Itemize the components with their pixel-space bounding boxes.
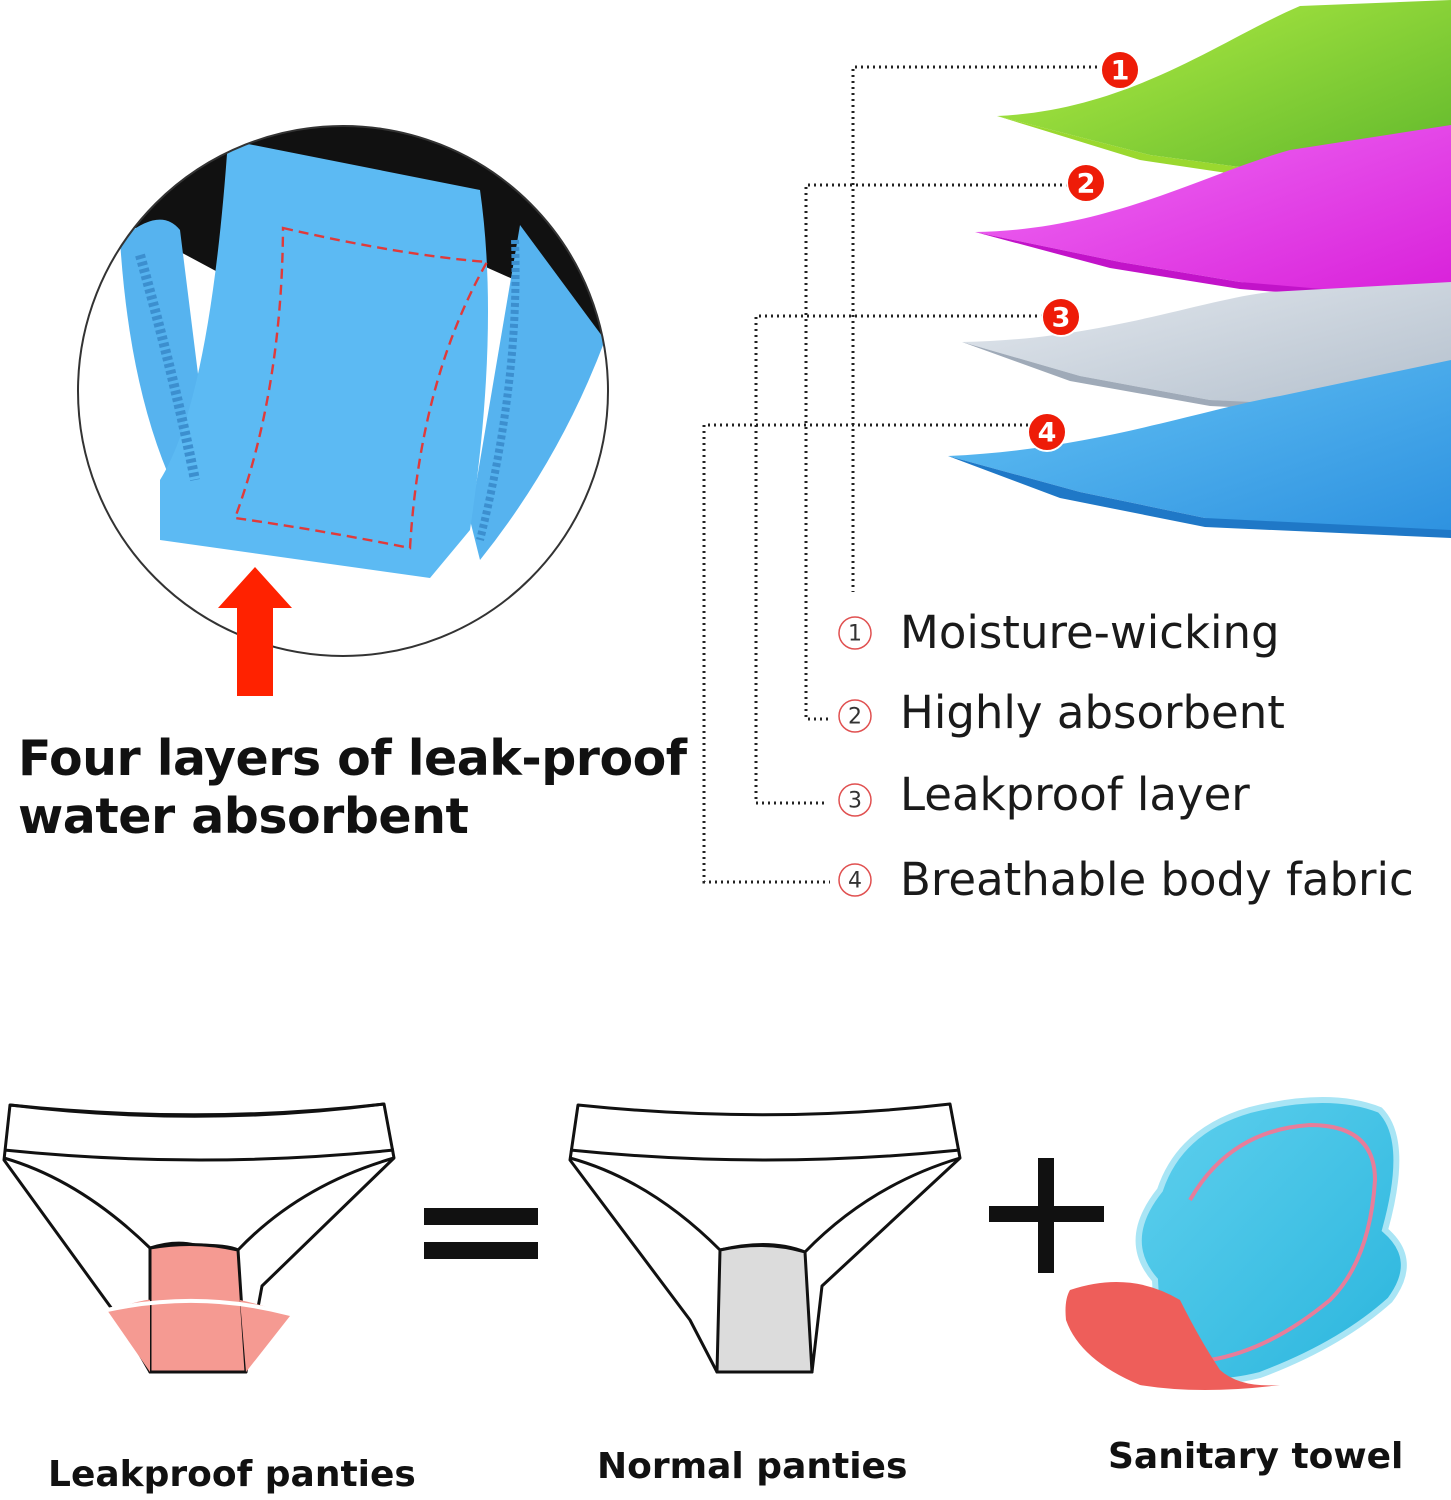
plus-sign	[989, 1158, 1104, 1273]
legend-label-3: Leakproof layer	[900, 768, 1250, 821]
legend-label-2: Highly absorbent	[900, 686, 1285, 739]
layer-2-sheet	[975, 125, 1451, 300]
caption-normal-panties: Normal panties	[597, 1446, 908, 1487]
red-up-arrow-icon	[218, 567, 292, 696]
badge-4: 4	[1027, 412, 1067, 452]
leakproof-panties-illustration	[2, 1102, 396, 1374]
svg-text:2: 2	[1077, 169, 1096, 200]
badge-2: 2	[1066, 163, 1106, 203]
equals-sign	[424, 1208, 538, 1259]
headline: Four layers of leak-proof water absorben…	[18, 730, 718, 846]
legend-markers: 1 2 3 4	[838, 616, 872, 897]
gusset-closeup	[77, 125, 609, 657]
svg-text:1: 1	[1111, 56, 1130, 87]
svg-text:4: 4	[1038, 418, 1057, 449]
headline-line-2: water absorbent	[18, 788, 469, 845]
leader-lines	[702, 65, 1103, 884]
layer-4-sheet	[948, 360, 1451, 532]
legend-label-1: Moisture-wicking	[900, 606, 1280, 659]
svg-text:3: 3	[1052, 303, 1071, 334]
layer-1-sheet	[997, 0, 1451, 188]
layer-sheets	[948, 0, 1451, 538]
badge-1: 1	[1100, 50, 1140, 90]
legend-marker-3: 3	[848, 789, 862, 814]
layer-3-sheet	[962, 282, 1451, 412]
legend-marker-2: 2	[848, 705, 862, 730]
badge-3: 3	[1041, 297, 1081, 337]
legend-marker-4: 4	[848, 869, 862, 894]
normal-panties-illustration	[568, 1102, 962, 1374]
caption-leakproof-panties: Leakproof panties	[48, 1454, 416, 1495]
headline-line-1: Four layers of leak-proof	[18, 730, 687, 787]
sanitary-towel-illustration	[1065, 1097, 1407, 1390]
layer-badges: 1 2 3 4	[1027, 50, 1140, 452]
legend-label-4: Breathable body fabric	[900, 853, 1414, 906]
caption-sanitary-towel: Sanitary towel	[1108, 1436, 1404, 1477]
legend-marker-1: 1	[848, 622, 862, 647]
